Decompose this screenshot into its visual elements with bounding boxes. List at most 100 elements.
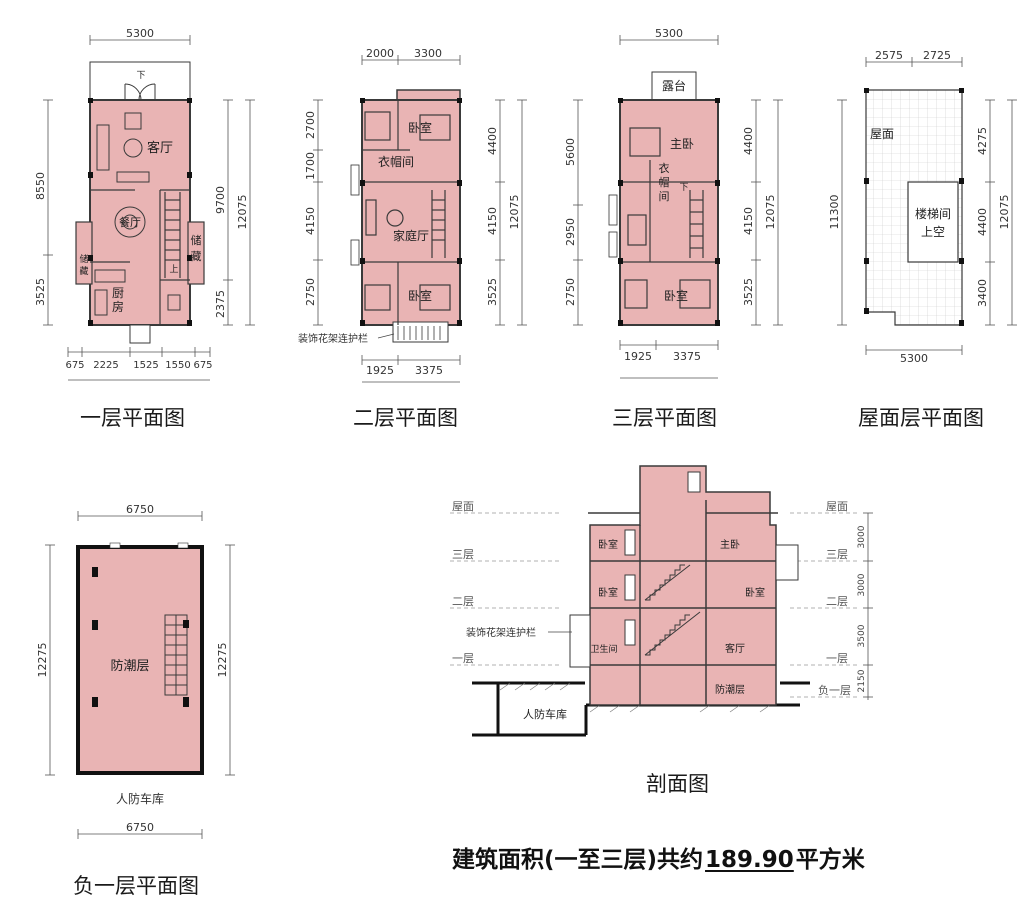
f1-bottom-dim-2: 2225 [93,360,118,371]
f1-room-dining: 餐厅 [119,215,141,229]
f1-bottom-dim-1: 675 [65,360,84,371]
section-room-bath: 卫生间 [590,643,617,655]
f1-room-kitchen-b: 房 [112,299,124,314]
roof-top-dim-2: 2725 [923,49,951,62]
f3-room-bedroom: 卧室 [664,288,688,303]
f2-right-total: 12075 [508,195,521,230]
f3-cloak-a: 衣 [659,161,670,175]
section-room-moisture: 防潮层 [715,683,745,696]
f2-top-dim-2: 3300 [414,47,442,60]
plan-roof: 2575 2725 11300 4275 4400 3400 12075 530… [828,49,1017,365]
section-left-level-3: 三层 [452,548,474,561]
f1-storage-right-b: 藏 [191,250,202,263]
section-room-bedroom-2f-right: 卧室 [745,586,765,599]
f2-room-bedroom-top: 卧室 [408,120,432,135]
f2-right-dim-2: 4150 [486,207,499,235]
basement-dimension-lines [45,511,235,839]
area-summary-suffix: 平方米 [795,847,865,873]
f1-storage-right-a: 储 [191,233,202,247]
area-summary: 建筑面积(一至三层)共约189.90平方米 [452,840,865,874]
plan-floor-3: 5300 5600 2950 2750 4400 4150 3525 12075… [564,27,783,379]
caption-section: 剖面图 [646,772,709,796]
f1-bottom-dim-4: 1550 [165,360,190,371]
basement-bottom-dim: 6750 [126,821,154,834]
f1-right-total: 12075 [236,195,249,230]
section-height-3: 3500 [857,624,867,647]
f3-bottom-dim-1: 1925 [624,350,652,363]
section-right-level-roof: 屋面 [826,500,848,513]
f3-left-dim-2: 2950 [564,218,577,246]
basement-right-dim: 12275 [216,643,229,678]
roof-right-dim-1: 4275 [976,127,989,155]
section-garage: 人防车库 [523,707,567,721]
plan-basement: 6750 12275 12275 6750 人防车库 防潮层 [36,503,235,839]
caption-basement: 负一层平面图 [73,874,199,898]
f3-right-dim-1: 4400 [742,127,755,155]
f3-left-dim-3: 2750 [564,278,577,306]
f3-stair-down: 下 [679,183,688,193]
section-level-labels-right: 屋面 三层 二层 一层 负一层 [818,500,851,697]
f2-left-dim-4: 2750 [304,278,317,306]
section-drawing: 屋面 三层 二层 一层 屋面 三层 二层 一层 负一层 3000 3000 35… [450,465,873,737]
f2-top-dim-1: 2000 [366,47,394,60]
f1-right-dim-1: 9700 [214,186,227,214]
f2-room-bedroom-bottom: 卧室 [408,288,432,303]
area-summary-prefix: 建筑面积(一至三层)共约 [452,847,704,873]
f2-room-cloak: 衣帽间 [378,154,414,169]
caption-floor-3: 三层平面图 [612,406,717,430]
f3-left-dim-1: 5600 [564,138,577,166]
caption-floor-1: 一层平面图 [80,406,185,430]
f3-dimension-lines [573,35,783,379]
section-left-level-1: 一层 [452,652,474,665]
roof-label: 屋面 [870,127,894,141]
f1-top-dim: 5300 [126,27,154,40]
f3-top-dim: 5300 [655,27,683,40]
caption-floor-2: 二层平面图 [353,406,458,430]
basement-left-dim: 12275 [36,643,49,678]
section-right-level-1: 一层 [826,652,848,665]
f1-right-dim-2: 2375 [214,290,227,318]
section-right-level-b1: 负一层 [818,683,851,697]
plan-floor-1: 5300 8550 3525 9700 2375 12075 675 2225 … [34,27,255,381]
section-left-level-roof: 屋面 [452,500,474,513]
basement-top-dim: 6750 [126,503,154,516]
roof-void-label: 上空 [921,225,945,239]
f1-left-dim-1: 8550 [34,172,47,200]
roof-left-dim: 11300 [828,195,841,230]
f2-right-dim-1: 4400 [486,127,499,155]
roof-dimension-lines [837,57,1017,355]
f1-stair-up: 上 [169,264,178,275]
f3-right-dim-2: 4150 [742,207,755,235]
section-height-1: 3000 [857,525,867,548]
f1-room-kitchen-a: 厨 [112,286,124,300]
f2-railing-note: 装饰花架连护栏 [298,332,368,345]
section-room-bedroom-2f-left: 卧室 [598,586,618,599]
section-room-master: 主卧 [720,538,740,551]
f1-left-dim-2: 3525 [34,278,47,306]
roof-right-dim-3: 3400 [976,279,989,307]
roof-right-dim-2: 4400 [976,208,989,236]
section-left-level-2: 二层 [452,595,474,608]
f3-cloak-b: 帽 [659,176,670,189]
section-room-bedroom-3f: 卧室 [598,538,618,551]
f2-right-dim-3: 3525 [486,278,499,306]
section-height-4: 2150 [857,669,867,692]
basement-garage-label: 人防车库 [116,791,164,806]
area-summary-value: 189.90 [705,847,794,873]
roof-top-dim-1: 2575 [875,49,903,62]
f2-left-dim-3: 4150 [304,207,317,235]
caption-roof: 屋面层平面图 [858,406,984,430]
roof-stair-label: 楼梯间 [915,206,951,221]
f1-bottom-dim-5: 675 [193,360,212,371]
f2-dimension-lines [313,55,527,383]
roof-bottom-dim: 5300 [900,352,928,365]
f2-left-dim-1: 2700 [304,111,317,139]
plan-floor-2: 2000 3300 2700 1700 4150 2750 4400 4150 … [298,47,527,383]
f2-bottom-dim-1: 1925 [366,364,394,377]
section-right-level-2: 二层 [826,595,848,608]
f3-right-dim-3: 3525 [742,278,755,306]
f1-entry-down: 下 [136,71,145,81]
f1-storage-left-a: 储 [79,253,88,265]
f1-dimension-lines [43,35,255,381]
